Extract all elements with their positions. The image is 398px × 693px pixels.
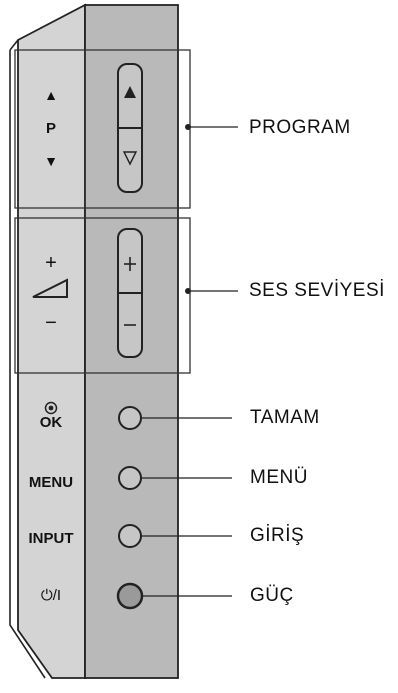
program-up-icon	[124, 86, 136, 98]
ok-label: OK	[39, 414, 63, 431]
volume-minus-label: −	[45, 312, 57, 334]
ok-button[interactable]	[118, 406, 142, 430]
menu-callout: MENÜ	[250, 467, 308, 488]
volume-plus-label: +	[45, 252, 57, 274]
panel-front-face	[17, 3, 86, 679]
menu-label: MENU	[28, 474, 74, 491]
program-down-icon	[122, 151, 138, 166]
input-button[interactable]	[118, 524, 142, 548]
volume-callout: SES SEVİYESİ	[249, 280, 385, 301]
ok-target-icon	[44, 401, 58, 415]
power-callout: GÜÇ	[250, 585, 294, 606]
program-down-arrow: ▼	[44, 153, 58, 169]
program-callout: PROGRAM	[249, 117, 351, 138]
program-up-arrow: ▲	[44, 87, 58, 103]
ok-callout: TAMAM	[250, 407, 320, 428]
program-letter: P	[45, 120, 56, 137]
input-label: INPUT	[28, 530, 74, 547]
volume-group-box	[14, 217, 191, 374]
power-label: ⏻/I	[40, 587, 62, 604]
volume-ramp-icon	[32, 278, 68, 298]
panel-bevel-line	[9, 50, 46, 679]
power-button[interactable]	[116, 582, 144, 610]
input-callout: GİRİŞ	[250, 525, 305, 546]
menu-button[interactable]	[118, 466, 142, 490]
